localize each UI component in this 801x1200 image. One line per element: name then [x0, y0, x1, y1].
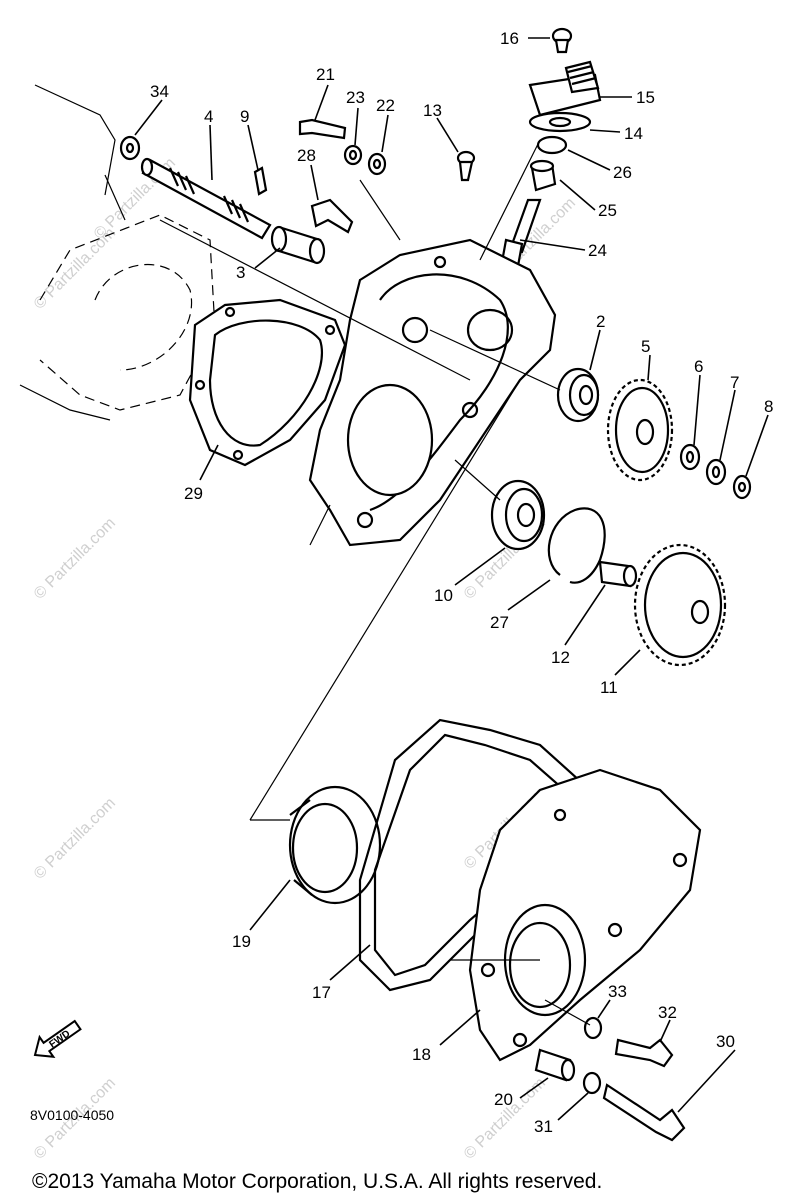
part-label-3: 3 [236, 263, 245, 282]
gear-5 [606, 378, 674, 482]
part-label-4: 4 [204, 107, 213, 126]
part-label-19: 19 [232, 932, 251, 951]
part-label-7: 7 [730, 373, 739, 392]
plug-15 [528, 60, 602, 117]
part-label-2: 2 [596, 312, 605, 331]
part-label-24: 24 [588, 241, 607, 260]
part-label-31: 31 [534, 1117, 553, 1136]
part-label-20: 20 [494, 1090, 513, 1109]
gasket-14 [528, 111, 592, 133]
cover-18 [468, 768, 702, 1062]
part-label-14: 14 [624, 124, 643, 143]
bushing-3 [270, 225, 326, 265]
washer-33 [583, 1016, 603, 1040]
part-label-33: 33 [608, 982, 627, 1001]
part-label-6: 6 [694, 357, 703, 376]
part-label-34: 34 [150, 82, 169, 101]
washer-22 [367, 152, 387, 176]
part-labels: 16 15 14 26 25 24 34 4 9 3 21 23 22 28 1… [150, 29, 773, 1136]
part-label-15: 15 [636, 88, 655, 107]
copyright-notice: ©2013 Yamaha Motor Corporation, U.S.A. A… [32, 1170, 602, 1193]
diagram-code: 8V0100-4050 [30, 1107, 114, 1123]
part-label-29: 29 [184, 484, 203, 503]
part-label-11: 11 [600, 678, 618, 697]
washer-7 [705, 458, 727, 486]
engine-case-outline [19, 84, 216, 421]
bearing-2 [556, 367, 600, 423]
pin-12 [598, 560, 638, 588]
part-label-10: 10 [434, 586, 453, 605]
fwd-arrow-icon: FWD [33, 1019, 82, 1059]
gasket-29 [188, 298, 347, 467]
part-label-12: 12 [551, 648, 570, 667]
bolt-30 [602, 1083, 686, 1142]
screw-13 [456, 150, 476, 182]
part-label-9: 9 [240, 107, 249, 126]
part-label-13: 13 [423, 101, 442, 120]
part-label-25: 25 [598, 201, 617, 220]
part-label-30: 30 [716, 1032, 735, 1051]
part-label-21: 21 [316, 65, 335, 84]
part-label-18: 18 [412, 1045, 431, 1064]
part-label-27: 27 [490, 613, 509, 632]
screw-16 [551, 27, 573, 54]
nut-23 [343, 144, 363, 166]
part-label-5: 5 [641, 337, 650, 356]
part-label-26: 26 [613, 163, 632, 182]
oil-seal-19 [288, 785, 382, 905]
circlip-8 [732, 474, 752, 500]
washer-31 [582, 1071, 602, 1095]
part-label-28: 28 [297, 146, 316, 165]
bearing-10 [490, 479, 546, 551]
watermark: © Partzilla.com [31, 515, 119, 603]
part-label-23: 23 [346, 88, 365, 107]
washer-34 [119, 135, 141, 161]
seal-26 [536, 135, 568, 155]
gear-11 [633, 543, 727, 667]
lock-washer-6 [679, 443, 701, 471]
bolt-32 [614, 1038, 674, 1068]
part-label-17: 17 [312, 983, 331, 1002]
part-label-16: 16 [500, 29, 519, 48]
shaft-4 [140, 157, 272, 240]
bolt-21 [298, 118, 347, 140]
alignment-lines [159, 139, 591, 1026]
part-label-8: 8 [764, 397, 773, 416]
pin-9 [253, 166, 268, 196]
part-label-22: 22 [376, 96, 395, 115]
leader-lines [134, 37, 769, 1121]
bushing-25 [529, 159, 557, 192]
part-label-32: 32 [658, 1003, 677, 1022]
pump-housing [308, 238, 557, 547]
watermark: © Partzilla.com [31, 795, 119, 883]
snap-ring-27 [547, 507, 606, 584]
bolt-28 [310, 198, 354, 234]
dowel-20 [534, 1048, 576, 1082]
